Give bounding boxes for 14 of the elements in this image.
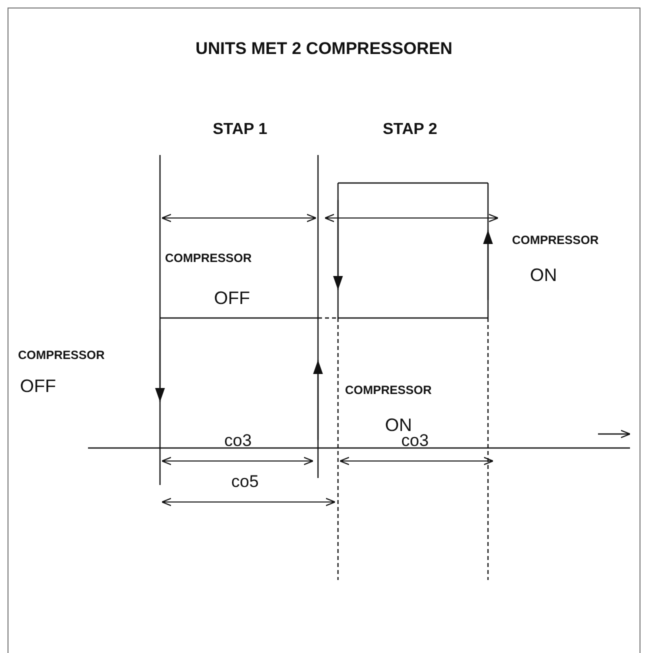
state-label: COMPRESSOR: [165, 252, 252, 264]
dimension-label: co3: [401, 432, 429, 449]
diagram-title: UNITS MET 2 COMPRESSOREN: [196, 40, 452, 57]
state-value: ON: [530, 266, 557, 284]
state-value: OFF: [214, 289, 250, 307]
state-value: OFF: [20, 377, 56, 395]
state-label: COMPRESSOR: [512, 234, 599, 246]
state-label: COMPRESSOR: [18, 349, 105, 361]
state-value: ON: [385, 416, 412, 434]
dimension-label: co5: [231, 473, 259, 490]
step-label: STAP 1: [212, 122, 268, 138]
dimension-label: co3: [224, 432, 252, 449]
state-label: COMPRESSOR: [345, 384, 432, 396]
step-label: STAP 2: [382, 122, 438, 138]
